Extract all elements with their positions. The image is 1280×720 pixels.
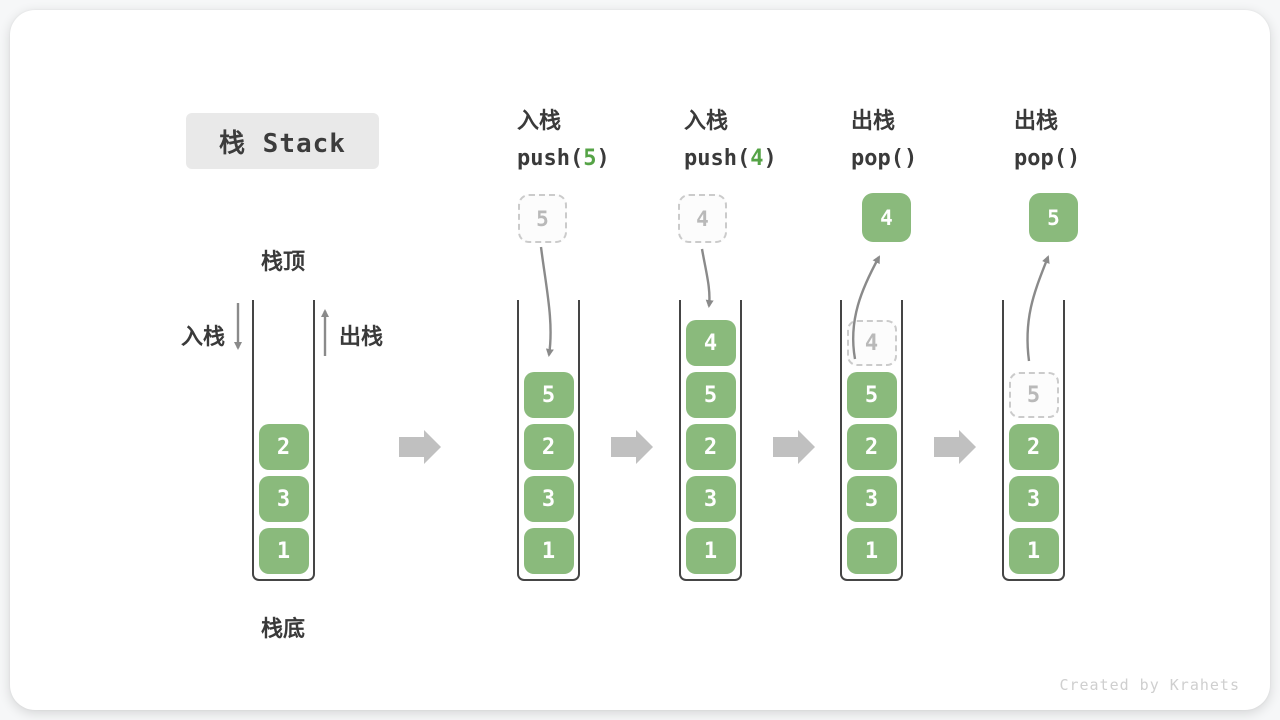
diagram-title: 栈 Stack <box>186 113 379 169</box>
op-name-cn: 出栈 <box>1014 109 1059 134</box>
op-code-post: ) <box>596 146 610 171</box>
stack-cell: 3 <box>685 476 736 522</box>
step-arrow-2 <box>611 430 653 464</box>
stack-bottom-label: 栈底 <box>260 617 305 642</box>
stack-cell: 2 <box>685 424 736 470</box>
op-code: pop() <box>851 140 917 177</box>
step-arrow-1 <box>399 430 441 464</box>
stack-cell: 3 <box>523 476 574 522</box>
floating-value-popped-5: 5 <box>1029 193 1078 242</box>
stack-cell: 5 <box>1008 372 1059 418</box>
stack-cell: 5 <box>685 372 736 418</box>
op-code-pre: pop( <box>851 146 904 171</box>
step-arrow-3 <box>773 430 815 464</box>
op-label-pop-1: 出栈 pop() <box>851 103 917 177</box>
stack-cell: 2 <box>1008 424 1059 470</box>
op-code: pop() <box>1014 140 1080 177</box>
op-code-pre: push( <box>684 146 751 171</box>
stack-after-pop-4: 4 5 2 3 1 <box>840 300 903 581</box>
op-name-cn: 出栈 <box>851 109 896 134</box>
op-code-arg: 5 <box>583 146 597 171</box>
stack-cell: 3 <box>258 476 309 522</box>
stack-after-pop-5: 5 2 3 1 <box>1002 300 1065 581</box>
stack-cell: 2 <box>258 424 309 470</box>
stack-cell: 5 <box>523 372 574 418</box>
stack-initial: 2 3 1 <box>252 300 315 581</box>
stack-cell: 1 <box>258 528 309 574</box>
op-code-pre: pop( <box>1014 146 1067 171</box>
floating-value-push-5: 5 <box>518 194 567 243</box>
stack-cell: 1 <box>523 528 574 574</box>
stack-cell: 1 <box>685 528 736 574</box>
op-code-post: ) <box>1066 146 1081 171</box>
op-label-push-5: 入栈 push(5) <box>517 103 610 177</box>
op-code: push(4) <box>684 140 777 177</box>
stack-after-push-4: 4 5 2 3 1 <box>679 300 742 581</box>
op-label-pop-2: 出栈 pop() <box>1014 103 1080 177</box>
stack-cell: 2 <box>523 424 574 470</box>
op-label-push-4: 入栈 push(4) <box>684 103 777 177</box>
push-4-arrow <box>700 248 714 308</box>
floating-value-popped-4: 4 <box>862 193 911 242</box>
op-code-pre: push( <box>517 146 584 171</box>
stack-cell: 4 <box>685 320 736 366</box>
stack-cell: 4 <box>846 320 897 366</box>
stack-cell: 2 <box>846 424 897 470</box>
step-arrow-4 <box>934 430 976 464</box>
stack-top-label: 栈顶 <box>260 250 305 275</box>
stack-cell: 1 <box>846 528 897 574</box>
stack-cell: 1 <box>1008 528 1059 574</box>
stack-after-push-5: 5 2 3 1 <box>517 300 580 581</box>
stack-cell: 5 <box>846 372 897 418</box>
stack-cell: 3 <box>1008 476 1059 522</box>
stack-cell: 3 <box>846 476 897 522</box>
op-code-post: ) <box>903 146 918 171</box>
pop-direction-label: 出栈 <box>339 325 384 350</box>
op-name-cn: 入栈 <box>684 109 729 134</box>
watermark-credit: Created by Krahets <box>1059 676 1240 694</box>
op-code-arg: 4 <box>750 146 764 171</box>
op-code-post: ) <box>763 146 777 171</box>
push-direction-label: 入栈 <box>180 325 225 350</box>
op-name-cn: 入栈 <box>517 109 562 134</box>
floating-value-push-4: 4 <box>678 194 727 243</box>
op-code: push(5) <box>517 140 610 177</box>
